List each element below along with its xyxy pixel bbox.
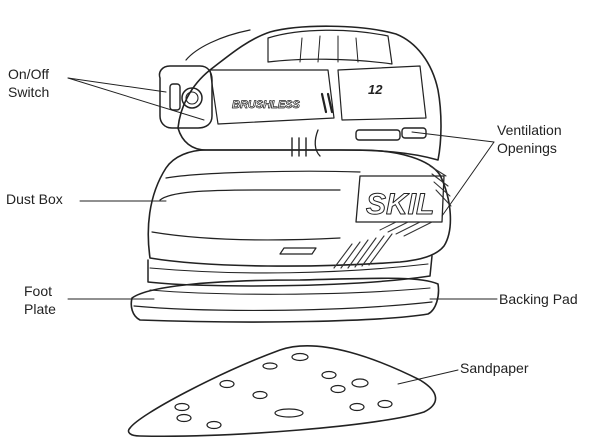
backing-pad-label-text: Backing Pad xyxy=(499,291,578,307)
backing-pad-label: Backing Pad xyxy=(499,290,578,308)
voltage-badge: 12 xyxy=(368,82,383,97)
on-off-switch xyxy=(169,83,181,111)
sandpaper-label: Sandpaper xyxy=(460,359,529,377)
switch-housing xyxy=(158,65,213,129)
sander-illustration: SKIL 12 BRUSHLESS xyxy=(130,25,452,323)
backing-pad xyxy=(130,277,440,323)
on-off-label-line2: Switch xyxy=(8,84,50,100)
ventilation-label-line2: Openings xyxy=(497,140,557,156)
sandpaper-label-text: Sandpaper xyxy=(460,360,529,376)
brand-logo: SKIL xyxy=(366,188,434,221)
on-off-label-line1: On/Off xyxy=(8,66,49,82)
on-off-button xyxy=(181,87,203,109)
foot-plate-label-line2: Plate xyxy=(24,301,56,317)
ventilation-openings-label: Ventilation Openings xyxy=(497,121,562,157)
foot-plate-label-line1: Foot xyxy=(24,283,53,299)
ventilation-label-line1: Ventilation xyxy=(497,122,562,138)
dust-box-label-text: Dust Box xyxy=(6,191,63,207)
sandpaper-sheet xyxy=(127,345,437,438)
leader-lines xyxy=(67,77,498,385)
ventilation-openings xyxy=(291,127,427,157)
foot-plate-label: Foot Plate xyxy=(24,282,56,318)
dust-box-label: Dust Box xyxy=(6,190,63,208)
on-off-switch-label: On/Off Switch xyxy=(8,65,49,101)
brushless-badge: BRUSHLESS xyxy=(232,99,301,111)
foot-plate xyxy=(133,301,433,312)
